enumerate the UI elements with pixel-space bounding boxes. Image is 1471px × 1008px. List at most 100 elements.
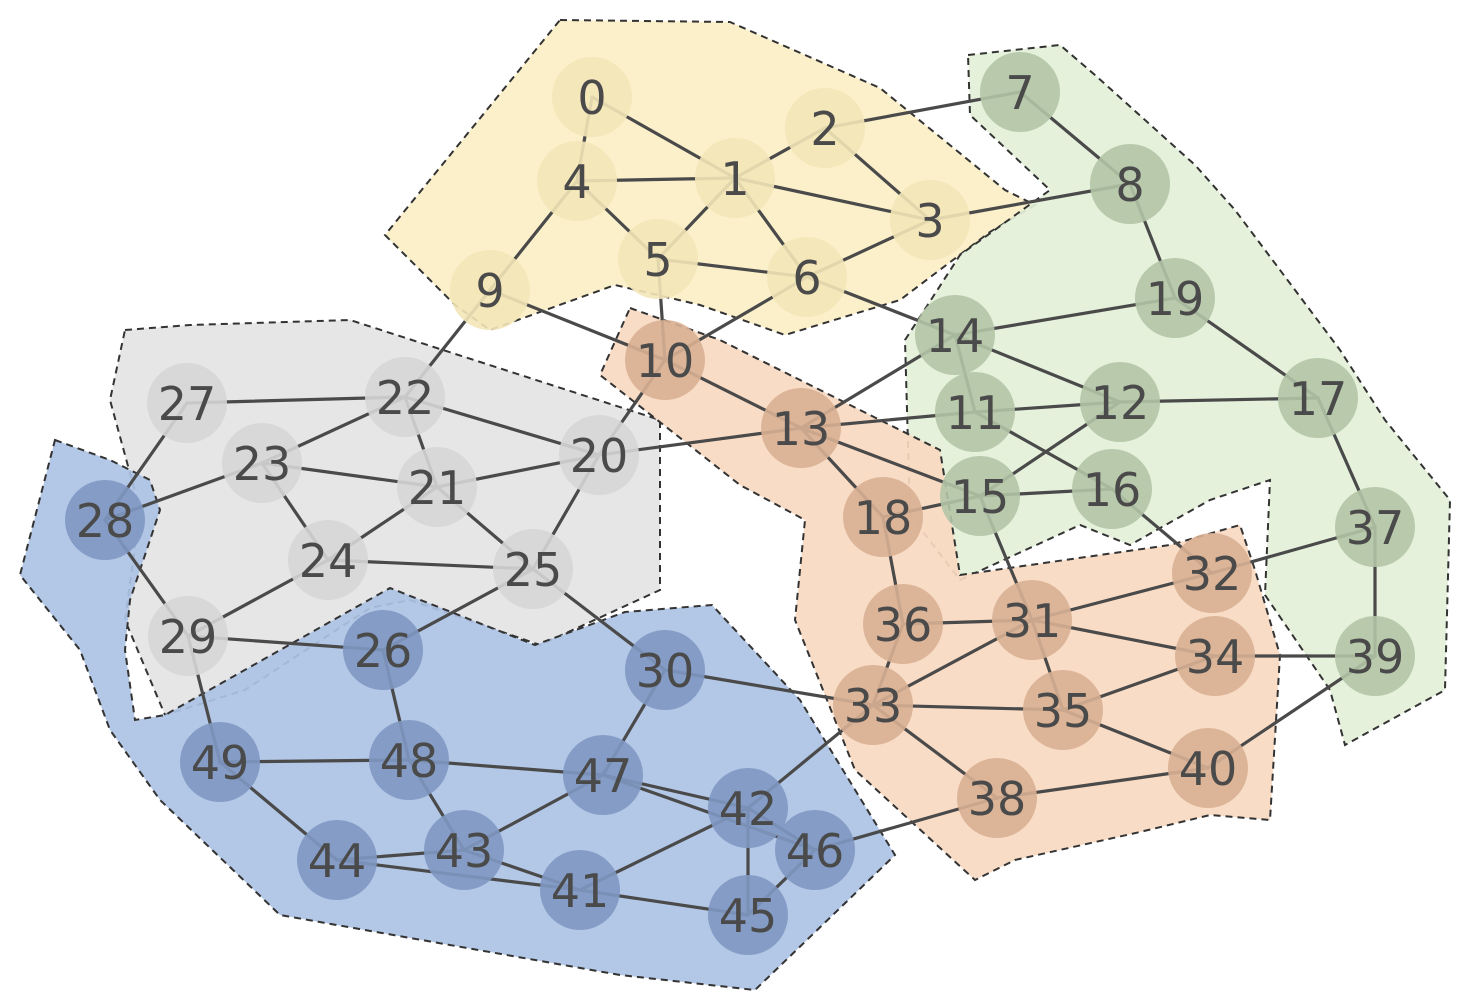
node-24: 24: [288, 520, 368, 600]
node-circle-4: [537, 141, 617, 221]
node-circle-43: [424, 810, 504, 890]
node-circle-33: [833, 665, 913, 745]
node-label-18: 18: [854, 491, 913, 545]
node-circle-17: [1278, 358, 1358, 438]
node-label-12: 12: [1091, 376, 1150, 430]
node-circle-3: [890, 180, 970, 260]
node-circle-40: [1168, 728, 1248, 808]
node-circle-30: [625, 630, 705, 710]
node-35: 35: [1023, 670, 1103, 750]
node-circle-48: [369, 720, 449, 800]
node-label-9: 9: [475, 264, 504, 318]
node-circle-37: [1335, 487, 1415, 567]
node-label-1: 1: [720, 152, 749, 206]
node-circle-31: [992, 580, 1072, 660]
node-label-23: 23: [233, 437, 292, 491]
node-16: 16: [1072, 449, 1152, 529]
node-circle-36: [863, 584, 943, 664]
node-circle-16: [1072, 449, 1152, 529]
node-circle-46: [775, 810, 855, 890]
node-38: 38: [957, 758, 1037, 838]
node-13: 13: [761, 388, 841, 468]
node-label-47: 47: [574, 749, 633, 803]
node-circle-11: [935, 372, 1015, 452]
node-circle-38: [957, 758, 1037, 838]
node-label-34: 34: [1186, 630, 1245, 684]
node-15: 15: [940, 456, 1020, 536]
node-circle-29: [148, 596, 228, 676]
node-circle-23: [222, 423, 302, 503]
node-46: 46: [775, 810, 855, 890]
node-9: 9: [450, 250, 530, 330]
node-25: 25: [493, 529, 573, 609]
node-circle-44: [297, 820, 377, 900]
node-circle-25: [493, 529, 573, 609]
node-circle-14: [915, 295, 995, 375]
node-19: 19: [1135, 258, 1215, 338]
node-circle-1: [695, 138, 775, 218]
node-20: 20: [559, 415, 639, 495]
node-12: 12: [1080, 362, 1160, 442]
node-14: 14: [915, 295, 995, 375]
node-circle-27: [147, 363, 227, 443]
node-label-4: 4: [562, 155, 591, 209]
node-label-10: 10: [636, 334, 695, 388]
node-label-24: 24: [299, 534, 358, 588]
node-circle-12: [1080, 362, 1160, 442]
node-circle-24: [288, 520, 368, 600]
node-label-30: 30: [636, 644, 695, 698]
node-circle-42: [708, 768, 788, 848]
node-circle-26: [343, 610, 423, 690]
node-5: 5: [618, 219, 698, 299]
node-label-14: 14: [926, 309, 985, 363]
node-label-38: 38: [968, 772, 1027, 826]
node-36: 36: [863, 584, 943, 664]
node-30: 30: [625, 630, 705, 710]
node-label-46: 46: [786, 824, 845, 878]
node-label-40: 40: [1179, 742, 1238, 796]
node-circle-5: [618, 219, 698, 299]
node-2: 2: [785, 88, 865, 168]
node-circle-18: [843, 477, 923, 557]
node-49: 49: [180, 722, 260, 802]
node-label-20: 20: [570, 429, 629, 483]
node-label-6: 6: [792, 251, 821, 305]
node-44: 44: [297, 820, 377, 900]
node-circle-9: [450, 250, 530, 330]
node-label-19: 19: [1146, 272, 1205, 326]
node-4: 4: [537, 141, 617, 221]
node-label-32: 32: [1183, 547, 1242, 601]
node-label-13: 13: [772, 402, 831, 456]
node-circle-28: [65, 480, 145, 560]
node-1: 1: [695, 138, 775, 218]
node-label-7: 7: [1005, 66, 1034, 120]
node-label-45: 45: [719, 889, 778, 943]
node-circle-34: [1175, 616, 1255, 696]
node-label-0: 0: [577, 71, 606, 125]
node-37: 37: [1335, 487, 1415, 567]
node-18: 18: [843, 477, 923, 557]
node-circle-6: [767, 237, 847, 317]
node-label-41: 41: [551, 864, 610, 918]
node-10: 10: [625, 320, 705, 400]
node-29: 29: [148, 596, 228, 676]
node-circle-22: [365, 357, 445, 437]
node-circle-32: [1172, 533, 1252, 613]
node-label-31: 31: [1003, 594, 1062, 648]
node-39: 39: [1335, 616, 1415, 696]
node-circle-20: [559, 415, 639, 495]
community-region-green: [903, 43, 1452, 747]
node-40: 40: [1168, 728, 1248, 808]
node-label-15: 15: [951, 470, 1010, 524]
node-8: 8: [1090, 144, 1170, 224]
node-circle-8: [1090, 144, 1170, 224]
node-label-48: 48: [380, 734, 439, 788]
node-48: 48: [369, 720, 449, 800]
node-label-44: 44: [308, 834, 367, 888]
node-circle-2: [785, 88, 865, 168]
node-circle-35: [1023, 670, 1103, 750]
node-3: 3: [890, 180, 970, 260]
node-11: 11: [935, 372, 1015, 452]
node-label-36: 36: [874, 598, 933, 652]
